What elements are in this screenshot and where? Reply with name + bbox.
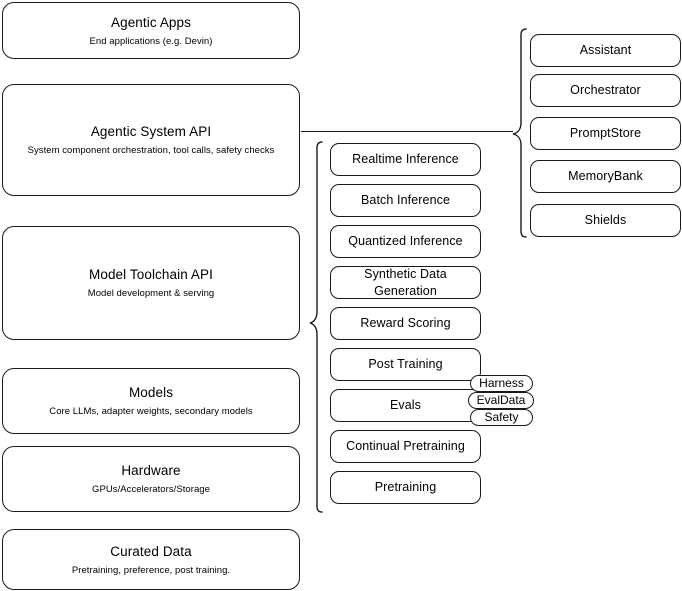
component-label: Orchestrator [570, 83, 641, 97]
evals-pill-label: EvalData [476, 393, 526, 407]
evals-pill-safety[interactable]: Safety [470, 409, 533, 426]
component-label: PromptStore [569, 126, 642, 140]
capability-box-evals[interactable]: Evals [330, 389, 481, 422]
component-box-assistant[interactable]: Assistant [530, 34, 681, 67]
component-box-memorybank[interactable]: MemoryBank [530, 160, 681, 193]
component-label: MemoryBank [568, 169, 643, 183]
capability-label: Synthetic Data Generation [364, 266, 447, 298]
evals-pill-label: Harness [479, 376, 524, 390]
layer-box-agentic-system-api[interactable]: Agentic System API System component orch… [2, 84, 300, 196]
capability-box-pretraining[interactable]: Pretraining [330, 471, 481, 504]
layer-box-hardware[interactable]: Hardware GPUs/Accelerators/Storage [2, 446, 300, 512]
capability-box-post-training[interactable]: Post Training [330, 348, 481, 381]
capability-label: Continual Pretraining [346, 439, 465, 453]
evals-pill-label: Safety [484, 410, 519, 424]
capability-label: Reward Scoring [360, 316, 451, 330]
layer-subtitle: Model development & serving [87, 288, 215, 299]
layer-title: Curated Data [110, 543, 192, 559]
capability-label: Pretraining [374, 480, 437, 494]
layer-subtitle: System component orchestration, tool cal… [27, 145, 275, 156]
brace-toolchain-capabilities [306, 140, 326, 521]
component-label: Assistant [579, 43, 632, 57]
layer-title: Agentic System API [90, 124, 212, 139]
layer-box-models[interactable]: Models Core LLMs, adapter weights, secon… [2, 368, 300, 434]
layer-subtitle: GPUs/Accelerators/Storage [92, 484, 210, 495]
capability-box-synthetic-data-generation[interactable]: Synthetic Data Generation [330, 266, 481, 299]
layer-title: Models [128, 385, 174, 400]
capability-label: Quantized Inference [348, 234, 463, 248]
component-box-shields[interactable]: Shields [530, 204, 681, 237]
capability-box-realtime-inference[interactable]: Realtime Inference [330, 143, 481, 176]
capability-label: Realtime Inference [352, 152, 459, 166]
layer-subtitle: Core LLMs, adapter weights, secondary mo… [49, 406, 253, 417]
capability-box-reward-scoring[interactable]: Reward Scoring [330, 307, 481, 340]
capability-label: Evals [389, 398, 422, 412]
component-label: Shields [584, 213, 627, 227]
evals-pill-harness[interactable]: Harness [470, 375, 533, 392]
capability-label: Post Training [368, 357, 443, 371]
layer-subtitle: End applications (e.g. Devin) [89, 35, 213, 47]
layer-title: Hardware [121, 463, 181, 478]
capability-label: Batch Inference [360, 193, 451, 207]
capability-box-batch-inference[interactable]: Batch Inference [330, 184, 481, 217]
brace-system-components [508, 27, 528, 246]
layer-title: Model Toolchain API [89, 267, 213, 282]
connector-line-system-api-to-components [301, 131, 513, 133]
component-box-promptstore[interactable]: PromptStore [530, 117, 681, 150]
layer-box-model-toolchain-api[interactable]: Model Toolchain API Model development & … [2, 226, 300, 340]
component-box-orchestrator[interactable]: Orchestrator [530, 74, 681, 107]
layer-subtitle: Pretraining, preference, post training. [71, 564, 231, 576]
layer-title: Agentic Apps [110, 14, 191, 30]
capability-box-continual-pretraining[interactable]: Continual Pretraining [330, 430, 481, 463]
capability-box-quantized-inference[interactable]: Quantized Inference [330, 225, 481, 258]
evals-pill-evaldata[interactable]: EvalData [468, 392, 534, 409]
layer-box-agentic-apps[interactable]: Agentic Apps End applications (e.g. Devi… [2, 2, 300, 59]
layer-box-curated-data[interactable]: Curated Data Pretraining, preference, po… [2, 529, 300, 590]
